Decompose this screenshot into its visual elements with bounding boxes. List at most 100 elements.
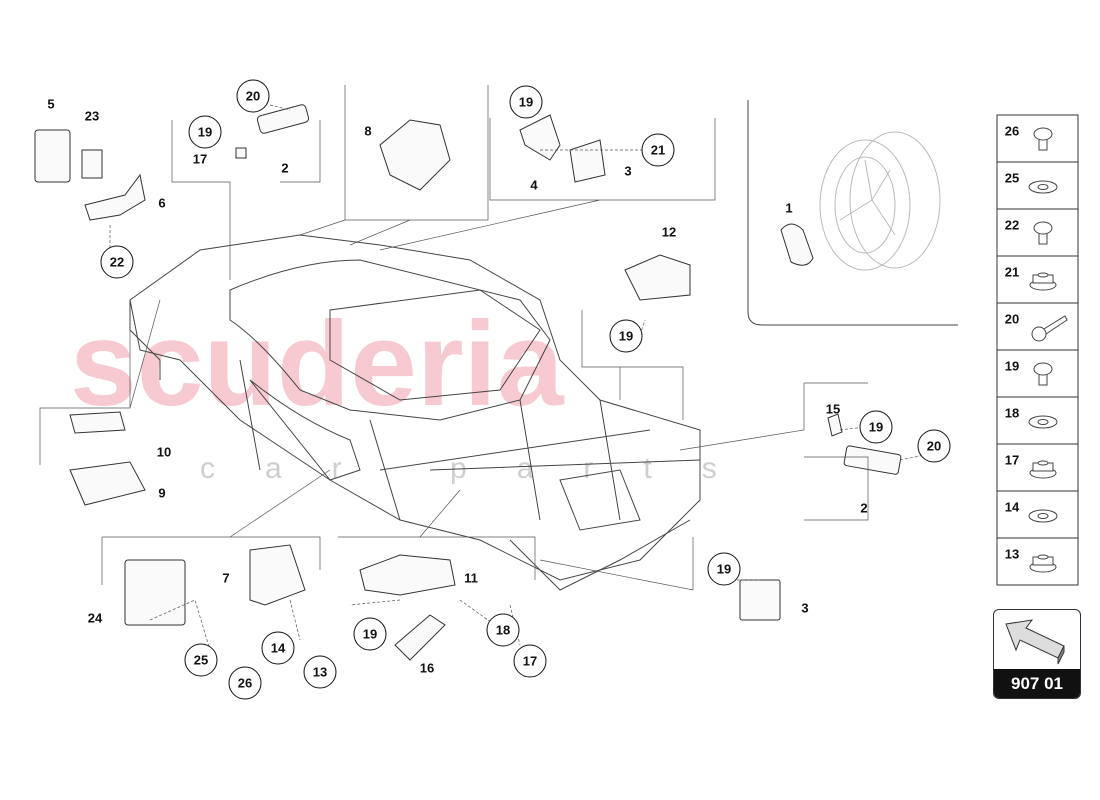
legend-row-14: 14: [997, 490, 1078, 523]
svg-text:17: 17: [193, 152, 207, 167]
thin-washer-icon: [1028, 509, 1058, 523]
catalog-code: 907 01: [994, 669, 1080, 698]
callout-1: 1: [785, 201, 792, 216]
svg-text:3: 3: [624, 164, 631, 179]
watermark-main: scuderia: [70, 297, 565, 431]
callout-20: 20: [236, 79, 270, 113]
callout-22: 22: [100, 245, 134, 279]
svg-text:2: 2: [281, 161, 288, 176]
svg-text:23: 23: [85, 109, 99, 124]
legend-label: 17: [1005, 453, 1019, 468]
callout-10: 10: [157, 445, 171, 460]
svg-text:19: 19: [519, 95, 533, 110]
legend-row-26: 26: [1005, 124, 1053, 151]
leader-lines: [39, 85, 926, 651]
washer-icon: [1028, 180, 1058, 194]
svg-text:14: 14: [271, 641, 286, 656]
svg-text:17: 17: [523, 654, 537, 669]
legend-label: 20: [1005, 312, 1019, 327]
wheel-illustration: [819, 131, 941, 271]
legend-row-25: 25: [997, 161, 1078, 194]
svg-text:2: 2: [860, 501, 867, 516]
callout-2: 2: [281, 161, 288, 176]
legend-label: 25: [1005, 171, 1019, 186]
svg-text:4: 4: [530, 178, 538, 193]
callout-7: 7: [222, 571, 229, 586]
flange-nut-icon: [1029, 554, 1057, 573]
legend-label: 13: [1005, 547, 1019, 562]
svg-text:11: 11: [464, 571, 478, 586]
svg-text:8: 8: [364, 124, 371, 139]
svg-text:18: 18: [496, 623, 510, 638]
legend-row-19: 19: [997, 349, 1078, 386]
callout-9: 9: [158, 486, 165, 501]
legend-row-22: 22: [997, 208, 1078, 245]
callout-2: 2: [860, 501, 867, 516]
svg-text:10: 10: [157, 445, 171, 460]
callout-3: 3: [801, 601, 808, 616]
callouts: 5 23 6 22 20 19 17 2 8 19 21 4 3 12 19 1…: [47, 79, 951, 700]
long-bolt-icon: [1031, 315, 1068, 342]
callout-19: 19: [509, 85, 543, 119]
legend-row-13: 13: [997, 537, 1078, 573]
callout-8: 8: [364, 124, 371, 139]
legend-label: 26: [1005, 124, 1019, 139]
callout-12: 12: [662, 225, 676, 240]
callout-16: 16: [420, 661, 434, 676]
svg-text:15: 15: [826, 402, 840, 417]
part-1-sensor: [780, 223, 814, 266]
callout-19: 19: [188, 115, 222, 149]
part-shapes: [34, 104, 902, 661]
self-tapping-screw-icon: [1033, 221, 1053, 245]
callout-19: 19: [353, 617, 387, 651]
callout-19: 19: [707, 552, 741, 586]
callout-13: 13: [303, 655, 337, 689]
car-frame-illustration: [129, 234, 701, 591]
svg-text:6: 6: [158, 196, 165, 211]
svg-text:19: 19: [198, 125, 212, 140]
svg-text:26: 26: [238, 676, 252, 691]
svg-text:16: 16: [420, 661, 434, 676]
inset-frame: [747, 100, 958, 326]
svg-text:22: 22: [110, 255, 124, 270]
callout-18: 18: [486, 613, 520, 647]
flat-washer-icon: [1028, 415, 1058, 429]
svg-text:20: 20: [927, 439, 941, 454]
legend-label: 14: [1005, 500, 1020, 515]
svg-text:13: 13: [313, 665, 327, 680]
callout-11: 11: [464, 571, 478, 586]
svg-text:20: 20: [246, 89, 260, 104]
hex-nut-icon: [1029, 460, 1057, 479]
legend-label: 21: [1005, 265, 1019, 280]
svg-text:24: 24: [88, 611, 103, 626]
svg-text:19: 19: [363, 627, 377, 642]
svg-text:5: 5: [47, 97, 54, 112]
legend-label: 22: [1005, 218, 1019, 233]
callout-4: 4: [530, 178, 538, 193]
callout-19: 19: [609, 319, 643, 353]
legend-row-18: 18: [997, 396, 1078, 429]
svg-text:19: 19: [869, 420, 883, 435]
flange-nut-icon: [1029, 272, 1057, 291]
svg-text:19: 19: [717, 562, 731, 577]
callout-24: 24: [88, 611, 103, 626]
callout-25: 25: [184, 643, 218, 677]
svg-text:19: 19: [619, 329, 633, 344]
catalog-reference[interactable]: 907 01: [993, 609, 1081, 699]
callout-21: 21: [641, 133, 675, 167]
svg-text:1: 1: [785, 201, 792, 216]
hex-bolt-icon: [1033, 362, 1053, 386]
callout-23: 23: [85, 109, 99, 124]
callout-14: 14: [261, 631, 295, 665]
callout-19: 19: [859, 410, 893, 444]
legend-label: 18: [1005, 406, 1019, 421]
watermark: scuderia car parts: [70, 297, 717, 485]
svg-text:21: 21: [651, 143, 665, 158]
hardware-legend: 26 25 22 21 20 19 18 17 14 13: [996, 114, 1079, 586]
arrow-up-left-icon: [1005, 619, 1065, 665]
callout-5: 5: [47, 97, 54, 112]
callout-20: 20: [917, 429, 951, 463]
svg-text:25: 25: [194, 653, 208, 668]
callout-6: 6: [158, 196, 165, 211]
